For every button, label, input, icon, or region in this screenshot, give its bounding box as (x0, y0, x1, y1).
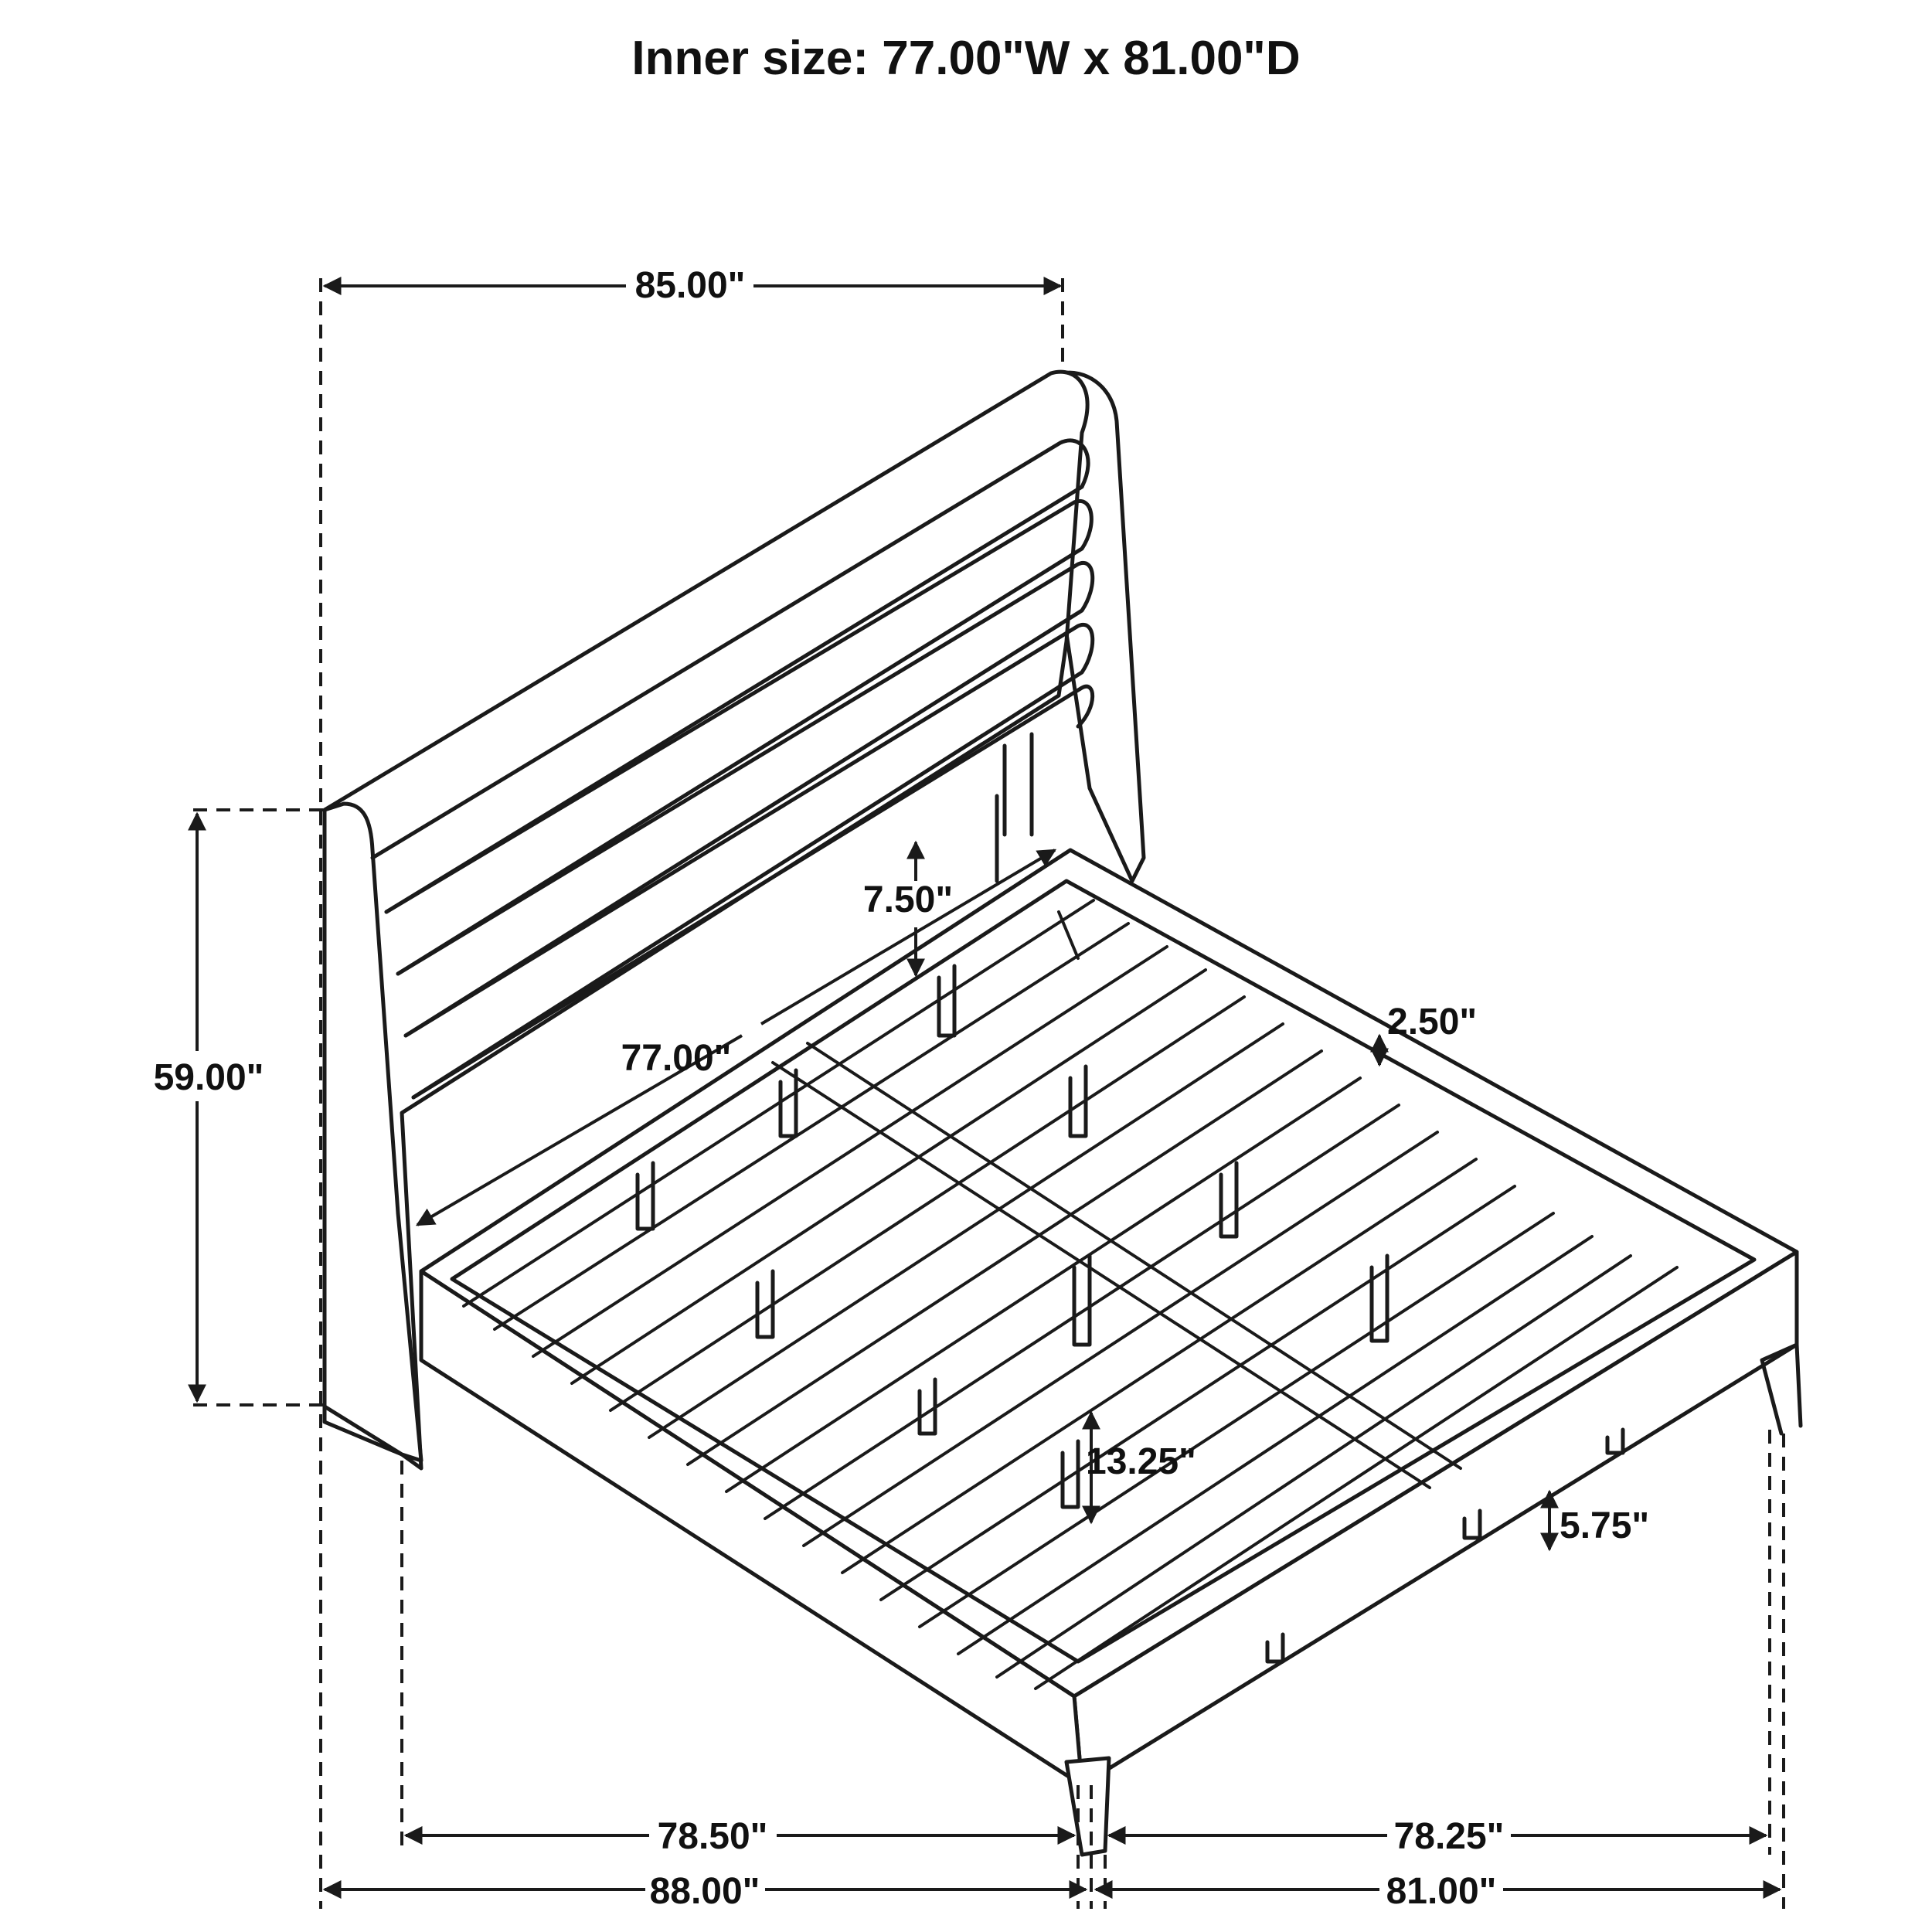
headboard-left-wing (322, 801, 423, 1463)
leg-height-label: 5.75" (1560, 1505, 1649, 1546)
bed-frame-top (419, 848, 1799, 1699)
headboard-height-label: 59.00" (154, 1057, 264, 1098)
headboard-width-label: 85.00" (635, 265, 746, 306)
headboard-channels (370, 438, 1095, 1100)
overall-width-label: 88.00" (650, 1871, 760, 1912)
inner-width-label: 78.50" (658, 1816, 768, 1857)
bed-illustration (322, 369, 1803, 1857)
slat-length-label: 77.00" (621, 1038, 732, 1079)
dimension-lines (188, 277, 1785, 1909)
headboard-panel (322, 369, 1090, 1471)
inner-length-label: 78.25" (1394, 1816, 1505, 1857)
slat-thickness-label: 2.50" (1387, 1002, 1477, 1043)
front-leg (1064, 1756, 1111, 1857)
support-legs (635, 964, 1803, 1664)
headboard-posts (995, 732, 1034, 883)
bed-frame-inner (450, 879, 1757, 1664)
headboard-right-wing (1060, 370, 1146, 883)
center-supports (771, 910, 1462, 1489)
clearance-height-label: 13.25" (1086, 1441, 1196, 1482)
overall-length-label: 81.00" (1386, 1871, 1497, 1912)
rail-height-label: 7.50" (863, 879, 953, 920)
dimension-labels: 85.00" 59.00" 77.00" 7.50" 2.50" 13.25" … (154, 265, 1650, 1912)
page-title: Inner size: 77.00"W x 81.00"D (631, 32, 1301, 85)
